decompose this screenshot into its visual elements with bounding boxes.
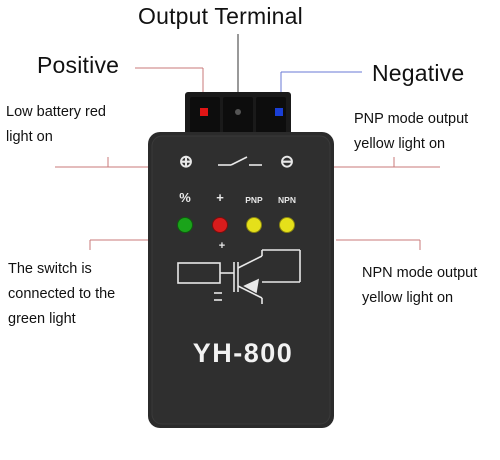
- pnp-output-label-line1: PNP mode output: [354, 111, 469, 127]
- positive-terminal-marker: [200, 108, 208, 116]
- switch-label-line3: green light: [8, 311, 76, 327]
- green-led: [177, 217, 193, 233]
- red-led: [212, 217, 228, 233]
- led-label-percent: %: [179, 190, 191, 205]
- negative-terminal-marker: [275, 108, 283, 116]
- low-battery-label-line1: Low battery red: [6, 104, 106, 120]
- low-battery-label-line2: light on: [6, 129, 53, 145]
- switch-label-line1: The switch is: [8, 261, 92, 277]
- positive-label: Positive: [37, 52, 120, 78]
- switch-symbol: [218, 156, 262, 166]
- led-label-battery: +: [216, 190, 224, 205]
- pnp-yellow-led: [246, 217, 262, 233]
- terminal-block: [185, 92, 291, 138]
- schematic-plus-sign: +: [218, 240, 226, 252]
- model-name: YH-800: [192, 338, 294, 368]
- output-terminal-label: Output Terminal: [138, 3, 303, 29]
- led-row: [177, 217, 295, 233]
- led-label-pnp: PNP: [245, 195, 263, 205]
- switch-label-line2: connected to the: [8, 286, 116, 302]
- npn-yellow-led: [279, 217, 295, 233]
- circuit-schematic: [177, 249, 301, 304]
- led-label-npn: NPN: [278, 195, 296, 205]
- npn-output-label-line1: NPN mode output: [362, 265, 478, 281]
- output-terminal-marker: [235, 109, 241, 115]
- leader-lines: [55, 34, 440, 250]
- negative-label: Negative: [372, 60, 465, 86]
- positive-symbol: ⊕: [178, 152, 194, 171]
- pnp-output-label-line2: yellow light on: [354, 136, 446, 152]
- npn-output-label-line2: yellow light on: [362, 290, 454, 306]
- negative-symbol: ⊖: [279, 152, 295, 171]
